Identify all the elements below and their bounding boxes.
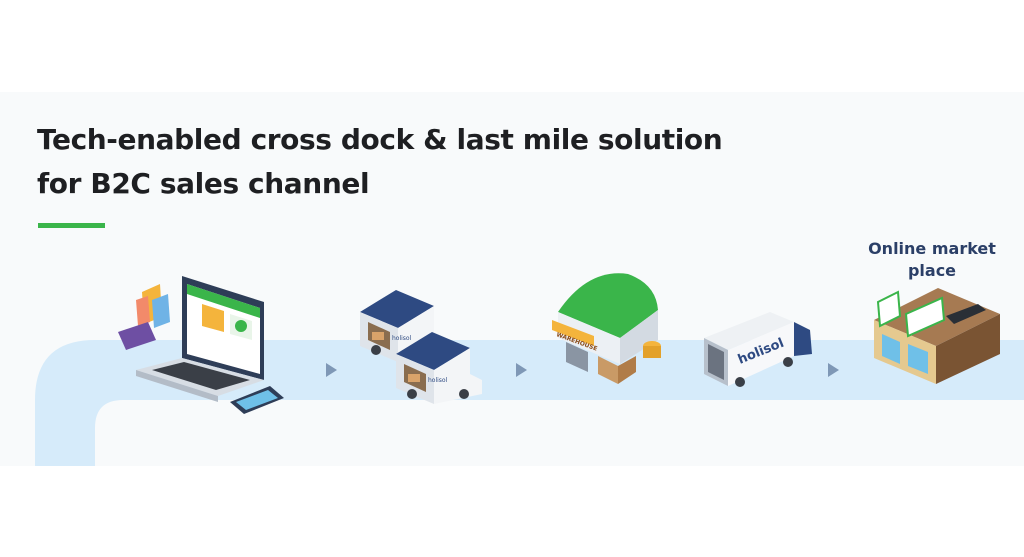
arrow-icon-2 [514, 362, 528, 378]
destination-label: Online market place [862, 238, 1002, 282]
warehouse-icon: WAREHOUSE [548, 268, 673, 398]
storefront-icon [868, 284, 1004, 388]
delivery-vans-icon: holisol holisol [356, 286, 486, 406]
arrow-icon-3 [826, 362, 840, 378]
van-brand-2: holisol [428, 377, 448, 384]
van-brand-1: holisol [392, 335, 412, 342]
delivery-truck-icon: holisol [700, 308, 818, 390]
laptop-ecommerce-icon [112, 262, 297, 430]
arrow-icon-1 [324, 362, 338, 378]
